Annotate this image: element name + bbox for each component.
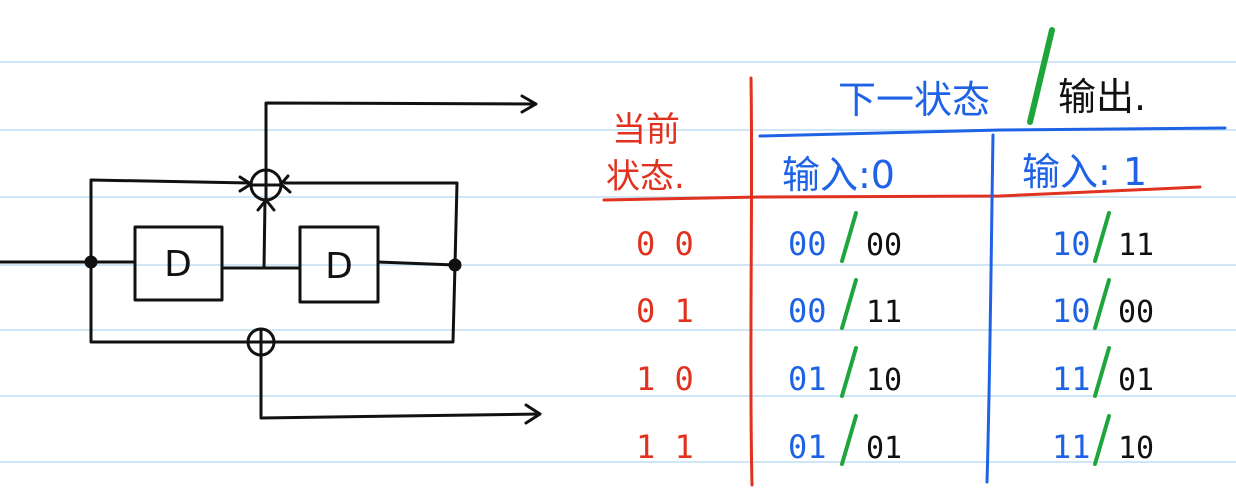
- table-red-lines: [602, 76, 1202, 487]
- row-input1-output: 01: [1118, 363, 1154, 398]
- input-0-header: 输入:0: [782, 153, 895, 197]
- upper-adder-arrow-right: [279, 174, 292, 194]
- row-input1-next-state: 10: [1052, 292, 1091, 330]
- lower-output-arrowhead: [524, 403, 542, 425]
- upper-output-arrowhead: [520, 94, 538, 114]
- row-input0-next-state: 00: [788, 292, 827, 330]
- next-output-slash: [1093, 346, 1111, 398]
- current-state-header-line2: 状态.: [606, 157, 685, 197]
- state-column-divider: [749, 76, 754, 487]
- next-output-slash: [1093, 211, 1111, 263]
- row-input0-next-state: 01: [788, 360, 827, 398]
- row-input0-output: 01: [866, 431, 902, 466]
- row-input0-next-state: 00: [788, 225, 827, 263]
- upper-output-wire: [264, 101, 537, 172]
- register-2-label: D: [325, 246, 353, 287]
- lower-output-wire: [259, 353, 542, 420]
- row-current-state: 0 1: [636, 292, 694, 330]
- row-input1-next-state: 11: [1052, 428, 1091, 466]
- row-input1-next-state: 10: [1052, 225, 1091, 263]
- upper-feed-left: [89, 178, 252, 264]
- register-1-label: D: [164, 244, 192, 285]
- register-2-box: [298, 225, 380, 304]
- input-column-divider: [985, 133, 995, 484]
- lower-adder-cross: [246, 327, 276, 357]
- header-underline: [602, 185, 1202, 202]
- next-output-slash: [1093, 278, 1111, 330]
- lower-feed-right: [273, 263, 457, 344]
- lower-feed-left: [89, 260, 249, 344]
- upper-adder-cross: [249, 168, 283, 202]
- paper-ruled-lines: [0, 61, 1236, 463]
- input-1-header: 输入: 1: [1022, 150, 1147, 194]
- row-input1-next-state: 11: [1052, 360, 1091, 398]
- current-state-header-line1: 当前: [612, 110, 680, 150]
- row-input0-output: 00: [866, 228, 902, 263]
- row-input0-output: 10: [866, 363, 902, 398]
- row-input0-next-state: 01: [788, 428, 827, 466]
- row-current-state: 0 0: [636, 225, 694, 263]
- upper-feed-right: [283, 181, 459, 267]
- next-output-slash: [840, 346, 858, 398]
- row-input1-output: 10: [1118, 431, 1154, 466]
- next-output-slash: [840, 414, 858, 466]
- table-rows: 0 0 00 00 10 11 0 1 00 11 10 00 1 0 01 10 11 01 1 1 01 01…: [636, 211, 1154, 466]
- row-input0-output: 11: [866, 295, 902, 330]
- row-current-state: 1 1: [636, 428, 694, 466]
- next-state-underline: [758, 126, 1227, 138]
- upper-adder-arrow-bottom: [256, 198, 276, 212]
- row-input1-output: 00: [1118, 295, 1154, 330]
- row-current-state: 1 0: [636, 360, 694, 398]
- row-input1-output: 11: [1118, 228, 1154, 263]
- next-output-slash: [840, 211, 858, 263]
- middle-tap-wire: [262, 198, 267, 270]
- table-blue-lines: [758, 126, 1227, 484]
- register-1-box: [133, 225, 224, 302]
- next-output-slash: [1093, 414, 1111, 466]
- output-header: 输出.: [1058, 75, 1146, 119]
- next-state-header: 下一状态: [838, 78, 990, 122]
- encoder-circuit: [0, 94, 542, 425]
- next-output-slash: [840, 278, 858, 330]
- upper-adder-arrow-left: [238, 175, 253, 193]
- header-slash: [1027, 27, 1055, 125]
- register-2-output-wire: [376, 260, 457, 267]
